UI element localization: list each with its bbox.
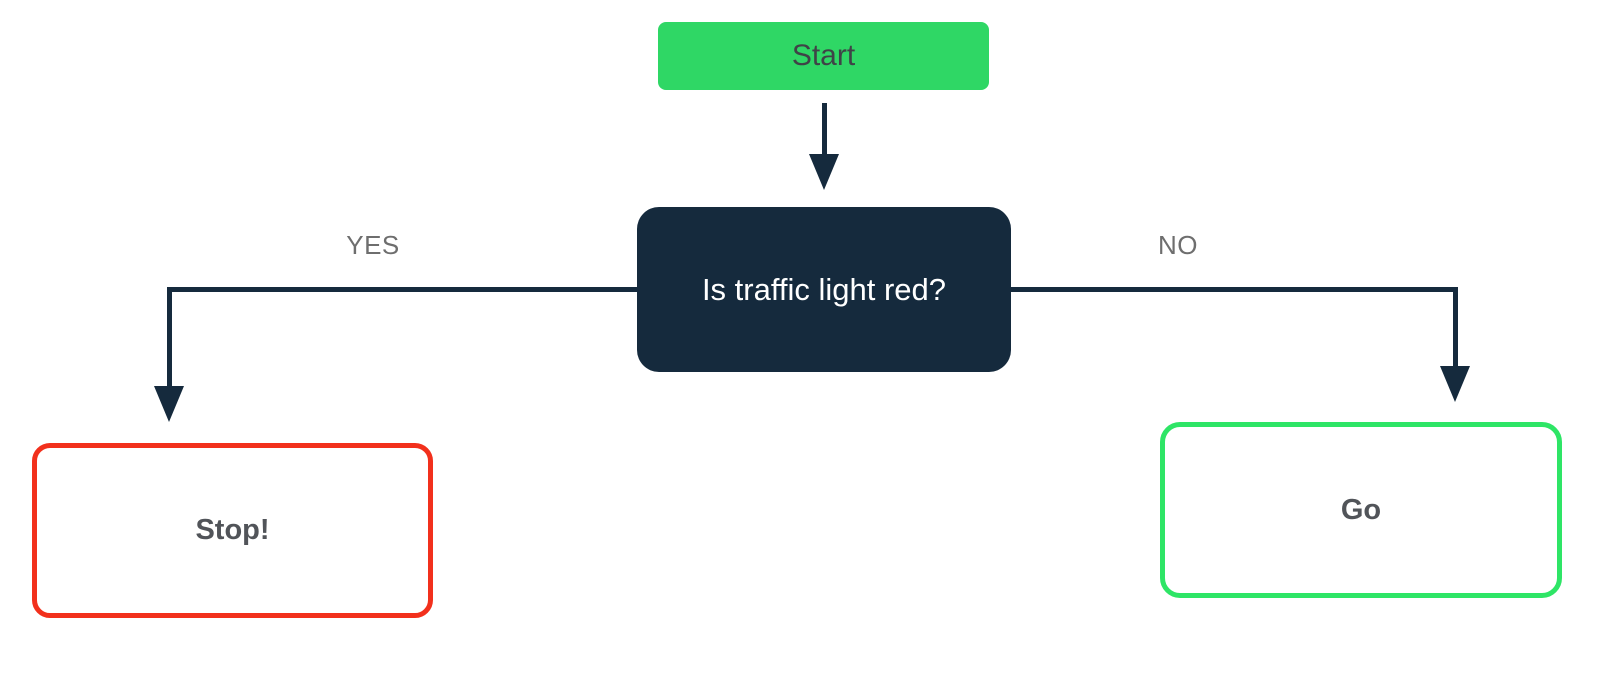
stop-node: Stop! <box>32 443 433 618</box>
stop-node-label: Stop! <box>195 514 270 546</box>
no-connector-vertical <box>1453 287 1458 366</box>
arrow-down-icon <box>154 386 184 422</box>
decision-node-label: Is traffic light red? <box>701 271 947 307</box>
start-node: Start <box>658 22 989 90</box>
start-node-label: Start <box>791 39 856 72</box>
go-node: Go <box>1160 422 1562 598</box>
no-edge-label: NO <box>1158 230 1198 260</box>
arrow-down-icon <box>809 154 839 190</box>
yes-connector-horizontal <box>167 287 637 292</box>
no-connector-horizontal <box>1011 287 1458 292</box>
connector-start-decision <box>822 103 827 160</box>
decision-node: Is traffic light red? <box>637 207 1011 372</box>
yes-connector-vertical <box>167 287 172 386</box>
go-node-label: Go <box>1340 493 1382 526</box>
arrow-down-icon <box>1440 366 1470 402</box>
yes-edge-label: YES <box>346 230 400 260</box>
